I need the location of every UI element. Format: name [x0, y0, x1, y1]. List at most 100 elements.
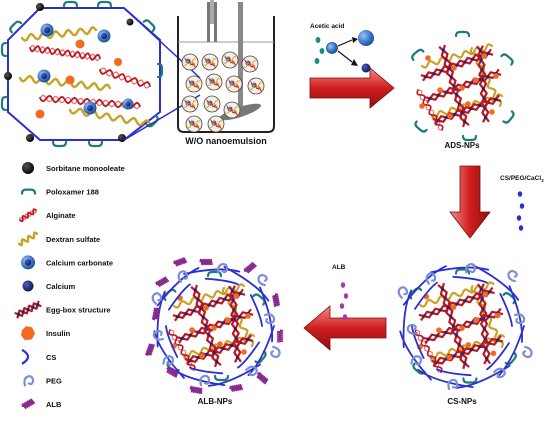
poloxamer-188 — [500, 53, 514, 66]
alb-label: ALB — [332, 264, 346, 271]
mini-alginate — [244, 59, 256, 70]
cs — [237, 341, 260, 369]
poloxamer-188 — [51, 140, 68, 148]
peg — [522, 345, 533, 359]
insulin — [199, 353, 205, 359]
peg — [245, 365, 258, 377]
peg — [397, 286, 409, 299]
mini-alginate — [224, 55, 236, 66]
alb — [21, 398, 36, 410]
acetic-acid-drops — [314, 37, 325, 64]
legend-item-alb: ALB — [21, 398, 62, 410]
peg — [507, 269, 518, 283]
mini-alginate — [226, 105, 238, 116]
legend-label-insulin: Insulin — [46, 329, 71, 338]
poloxamer-188 — [0, 41, 8, 58]
egg-box-structure — [476, 45, 490, 123]
alb-drops — [339, 282, 349, 320]
alb — [272, 293, 281, 308]
egg-box-structure — [477, 283, 492, 365]
cs — [508, 285, 524, 343]
alb — [199, 258, 213, 266]
cs-nps-particle — [397, 262, 533, 391]
insulin — [447, 113, 453, 119]
co2-bubble — [358, 30, 374, 46]
calcium-carbonate-particle — [40, 23, 54, 37]
cs — [259, 286, 274, 343]
insulin — [241, 349, 247, 355]
calcium-ion — [361, 63, 371, 73]
mini-alginate — [188, 79, 200, 90]
nanoemulsion-droplet-mini — [207, 115, 225, 133]
egg-box-structure — [228, 285, 242, 363]
dextran-sulfate — [18, 74, 112, 92]
poloxamer-188 — [62, 0, 79, 8]
cs — [486, 342, 510, 371]
insulin — [473, 316, 480, 323]
egg-box-structure — [431, 335, 504, 368]
legend-label-egg-box-structure: Egg-box structure — [46, 306, 111, 315]
poloxamer-188 — [9, 20, 23, 34]
peg — [270, 345, 281, 359]
alb — [256, 371, 269, 385]
poloxamer-188 — [461, 134, 478, 142]
insulin — [245, 313, 251, 319]
legend-item-sorbitane-monooleate: Sorbitane monooleate — [22, 162, 125, 174]
cs — [189, 366, 224, 375]
egg-box-structure — [438, 44, 470, 128]
insulin-icon — [21, 326, 35, 341]
sorbitane-monooleate — [118, 134, 126, 142]
alb — [144, 343, 156, 357]
poloxamer-188 — [462, 377, 478, 384]
nanoemulsion-droplet-mini — [241, 55, 259, 73]
sorbitane-monooleate — [22, 162, 34, 174]
legend-label-calcium-carbonate: Calcium carbonate — [46, 258, 113, 267]
peg — [23, 375, 35, 387]
peg — [464, 262, 477, 274]
alb — [243, 261, 258, 274]
nanoemulsion-droplet-mini — [181, 53, 199, 71]
nanoemulsion-droplet-mini — [201, 53, 219, 71]
legend-item-egg-box-structure: Egg-box structure — [14, 300, 111, 319]
insulin — [437, 87, 443, 93]
poloxamer-188 — [252, 293, 266, 306]
cs — [168, 283, 191, 311]
nanoemulsion-droplet-mini — [185, 115, 203, 133]
cs — [204, 277, 239, 286]
alginate — [99, 67, 151, 89]
poloxamer-188 — [213, 374, 230, 382]
legend-item-calcium: Calcium — [22, 280, 76, 292]
arrow-to-cs — [449, 165, 491, 239]
alginate-strand-b — [417, 89, 443, 131]
legend-item-alginate: Alginate — [19, 208, 76, 223]
nanoemulsion-droplet-mini — [225, 75, 243, 93]
calcium-carbonate-particle — [21, 255, 35, 270]
alb — [229, 383, 244, 392]
legend-label-poloxamer-188: Poloxamer 188 — [46, 188, 99, 197]
peg — [447, 378, 459, 391]
peg — [152, 329, 165, 341]
legend-dextran-icon — [17, 231, 39, 247]
calcium-carbonate-particle — [122, 98, 134, 110]
nanoemulsion-droplet-mini — [185, 75, 203, 93]
egg-box-structure — [184, 334, 254, 366]
cs — [499, 293, 513, 327]
legend-label-alb: ALB — [46, 400, 62, 409]
alginate — [416, 89, 444, 131]
insulin — [419, 103, 425, 109]
alb — [155, 276, 170, 288]
cs — [249, 294, 263, 327]
legend-alginate-icon-strand-b — [19, 209, 37, 221]
legend-label-cs: CS — [46, 353, 56, 362]
insulin — [446, 354, 453, 361]
cs — [153, 330, 185, 379]
insulin — [450, 304, 457, 310]
cs — [414, 281, 438, 310]
peg — [493, 367, 506, 379]
nanoemulsion-droplet-mini — [205, 73, 223, 91]
insulin — [482, 291, 488, 298]
insulin — [489, 109, 495, 115]
cacl2-drops — [516, 191, 525, 231]
poloxamer-188 — [87, 140, 104, 148]
